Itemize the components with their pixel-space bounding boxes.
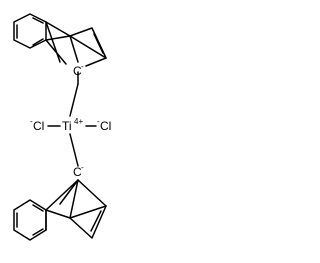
lower-c-to-ring-bond-c [77,179,107,207]
lower-c-to-ring-bond-a [59,179,79,205]
upper-benzene-inner-bond-1 [32,17,44,24]
ti-lower-bond [69,133,79,167]
titanium-label: Ti [62,119,72,133]
upper-indenyl-ligand [13,13,107,85]
upper-ring-bond-b [45,21,61,63]
left-chloride-label: Cl [33,119,44,133]
titanium-charge: 4+ [74,117,83,126]
lower-c-to-ring-bond-b [69,179,79,219]
upper-ring-bond-c [69,35,79,63]
upper-ring-to-c-bond [85,57,107,67]
upper-ring-bond-d [69,35,107,59]
lower-benzene-ring [13,199,47,241]
lower-benzene-inner-bond-1 [32,204,44,212]
lower-carbon-label: C [73,165,82,179]
right-chloride-label: Cl [100,119,111,133]
titanium-indenyl-dichloride-structure: C - - Cl Ti 4+ - Cl C - [13,13,111,241]
lower-indenyl-ligand [13,179,107,241]
lower-cyclopentadienyl-ring [45,205,107,219]
lower-carbon-charge: - [81,163,84,172]
upper-carbon-label: C [73,64,82,78]
upper-benzene-inner-bond-3 [32,38,44,46]
ti-upper-bond [69,83,79,117]
right-chloride-charge: - [97,117,100,126]
upper-vinyl-double-bond [93,33,104,54]
lower-c-to-ring-bond-d [45,179,79,211]
lower-vinyl-double-bond [90,210,102,232]
lower-benzene-inner-bond-3 [32,228,44,236]
lower-vinyl-bond [69,205,107,239]
upper-benzene-ring [13,13,47,49]
upper-carbon-charge: - [81,62,84,71]
left-chloride-charge: - [30,117,33,126]
